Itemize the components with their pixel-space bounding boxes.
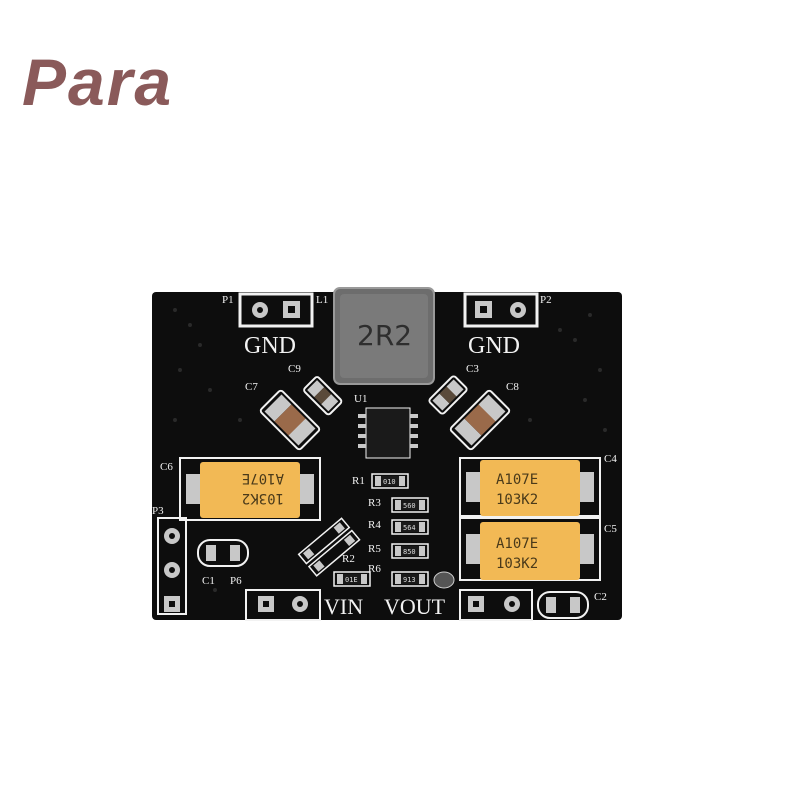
p6-label: P6 (230, 575, 242, 587)
resistor-r4: 564 (391, 519, 429, 535)
c8-label: C8 (506, 381, 519, 393)
resistor-r7: 913 (391, 571, 429, 587)
c5-label: C5 (604, 523, 617, 535)
vin-header-outline (245, 589, 321, 621)
tantalum-cap-c5 (480, 522, 580, 580)
r3-label: R3 (368, 497, 381, 509)
cap-right-bottom-line2: 103K2 (496, 556, 538, 572)
r7-code: 913 (403, 576, 416, 584)
u1-label: U1 (354, 393, 367, 405)
gnd-left-label: GND (244, 333, 296, 359)
vout-label: VOUT (384, 594, 446, 619)
vout-header-outline (459, 589, 533, 621)
capacitor-c1 (197, 539, 249, 567)
p3-outline (157, 517, 187, 615)
cap-right-top-line1: A107E (496, 472, 538, 488)
r4-code: 564 (403, 524, 416, 532)
gnd-right-label: GND (468, 333, 520, 359)
p3-label: P3 (152, 505, 164, 517)
r1-label: R1 (352, 475, 365, 487)
p1-outline (238, 292, 314, 328)
r5-code: 850 (403, 548, 416, 556)
r1-code: 010 (383, 478, 396, 486)
resistor-r2-pair (297, 517, 361, 577)
r5-label: R5 (368, 543, 381, 555)
p1-label: P1 (222, 294, 234, 306)
via-dots (173, 308, 607, 592)
capacitor-c3 (428, 375, 468, 415)
l1-label: L1 (316, 294, 328, 306)
tantalum-cap-c6 (200, 462, 300, 518)
p2-label: P2 (540, 294, 552, 306)
cap-right-bottom-line1: A107E (496, 536, 538, 552)
r6-label: R6 (368, 563, 381, 575)
resistor-r6: 01E (333, 571, 371, 587)
r6-code: 01E (345, 576, 358, 584)
c4-label: C4 (604, 453, 617, 465)
c7-label: C7 (245, 381, 258, 393)
cap-right-top-line2: 103K2 (496, 492, 538, 508)
cap-left-line2: A107E (242, 470, 284, 486)
small-component (433, 571, 455, 589)
cap-left-line1: 103K2 (242, 490, 284, 506)
c9-label: C9 (288, 363, 301, 375)
resistor-r1: 010 (371, 473, 409, 489)
capacitor-c7 (259, 389, 321, 451)
capacitor-c2 (537, 591, 589, 619)
c6-outline (179, 457, 321, 521)
tantalum-cap-c4 (480, 460, 580, 516)
ic-u1 (365, 407, 411, 459)
r2-label: R2 (342, 553, 355, 565)
capacitor-c8 (449, 389, 511, 451)
p2-outline (463, 292, 539, 328)
c2-label: C2 (594, 591, 607, 603)
r3-code: 560 (403, 502, 416, 510)
capacitor-c9 (303, 376, 343, 416)
c6-label: C6 (160, 461, 173, 473)
brand-logo: Para (22, 45, 174, 119)
vin-label: VIN (324, 594, 363, 619)
resistor-r5: 850 (391, 543, 429, 559)
c3-label: C3 (466, 363, 479, 375)
r4-label: R4 (368, 519, 381, 531)
c1-label: C1 (202, 575, 215, 587)
resistor-r3: 560 (391, 497, 429, 513)
inductor-marking: 2R2 (357, 319, 412, 352)
